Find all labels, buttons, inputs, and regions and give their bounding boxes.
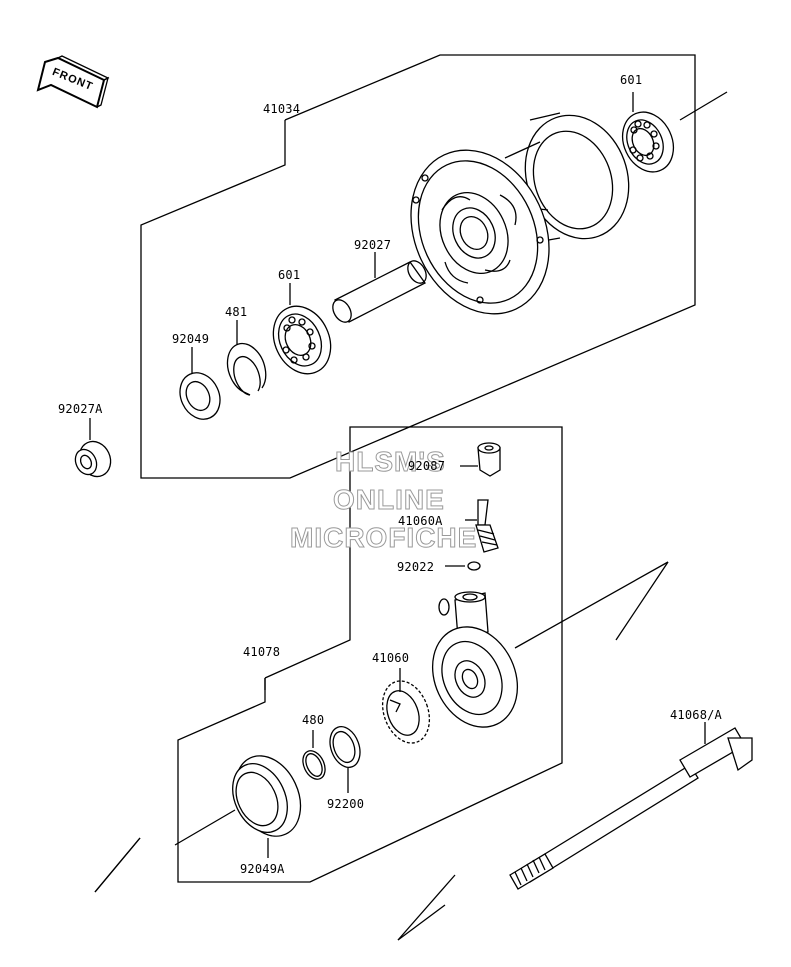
axle-41068A — [509, 727, 753, 890]
part-label-92087[interactable]: 92087 — [408, 459, 446, 473]
part-label-41078[interactable]: 41078 — [243, 645, 281, 659]
part-label-601-top[interactable]: 601 — [620, 73, 643, 87]
hub-axis-line — [679, 91, 728, 121]
gearbox-group-outline — [177, 426, 563, 883]
collar-92027A — [74, 440, 112, 478]
wheel-hub — [410, 112, 630, 315]
part-label-601-left[interactable]: 601 — [278, 268, 301, 282]
watermark-line2: ONLINE — [333, 484, 445, 516]
part-label-92049[interactable]: 92049 — [172, 332, 210, 346]
part-label-92200[interactable]: 92200 — [327, 797, 365, 811]
part-label-41068A[interactable]: 41068/A — [670, 708, 722, 722]
watermark-line1: HLSM'S — [335, 446, 446, 478]
washer-92200 — [329, 726, 361, 768]
snap-ring-480 — [302, 750, 326, 780]
part-label-480[interactable]: 480 — [302, 713, 325, 727]
circlip-481 — [226, 342, 267, 396]
bearing-601-top — [621, 111, 675, 173]
bearing-601-left — [272, 305, 332, 375]
part-label-92027[interactable]: 92027 — [354, 238, 392, 252]
gearbox-housing — [431, 591, 519, 728]
part-label-41034[interactable]: 41034 — [263, 102, 301, 116]
seal-92049 — [179, 372, 221, 420]
part-label-481[interactable]: 481 — [225, 305, 248, 319]
bushing-92087 — [477, 442, 501, 477]
part-label-92027A[interactable]: 92027A — [58, 402, 103, 416]
gear-41060 — [381, 680, 431, 744]
part-label-92022[interactable]: 92022 — [397, 560, 435, 574]
spacer-92027 — [332, 260, 427, 323]
front-arrow-icon — [36, 55, 110, 109]
hub-group-outline — [140, 54, 696, 479]
watermark-line3: MICROFICHE — [289, 522, 478, 554]
seal-92049A — [232, 755, 302, 837]
washer-92022 — [467, 561, 481, 571]
part-label-92049A[interactable]: 92049A — [240, 862, 285, 876]
pinion-41060A — [475, 499, 499, 553]
part-label-41060A[interactable]: 41060A — [398, 514, 443, 528]
part-label-41060[interactable]: 41060 — [372, 651, 410, 665]
